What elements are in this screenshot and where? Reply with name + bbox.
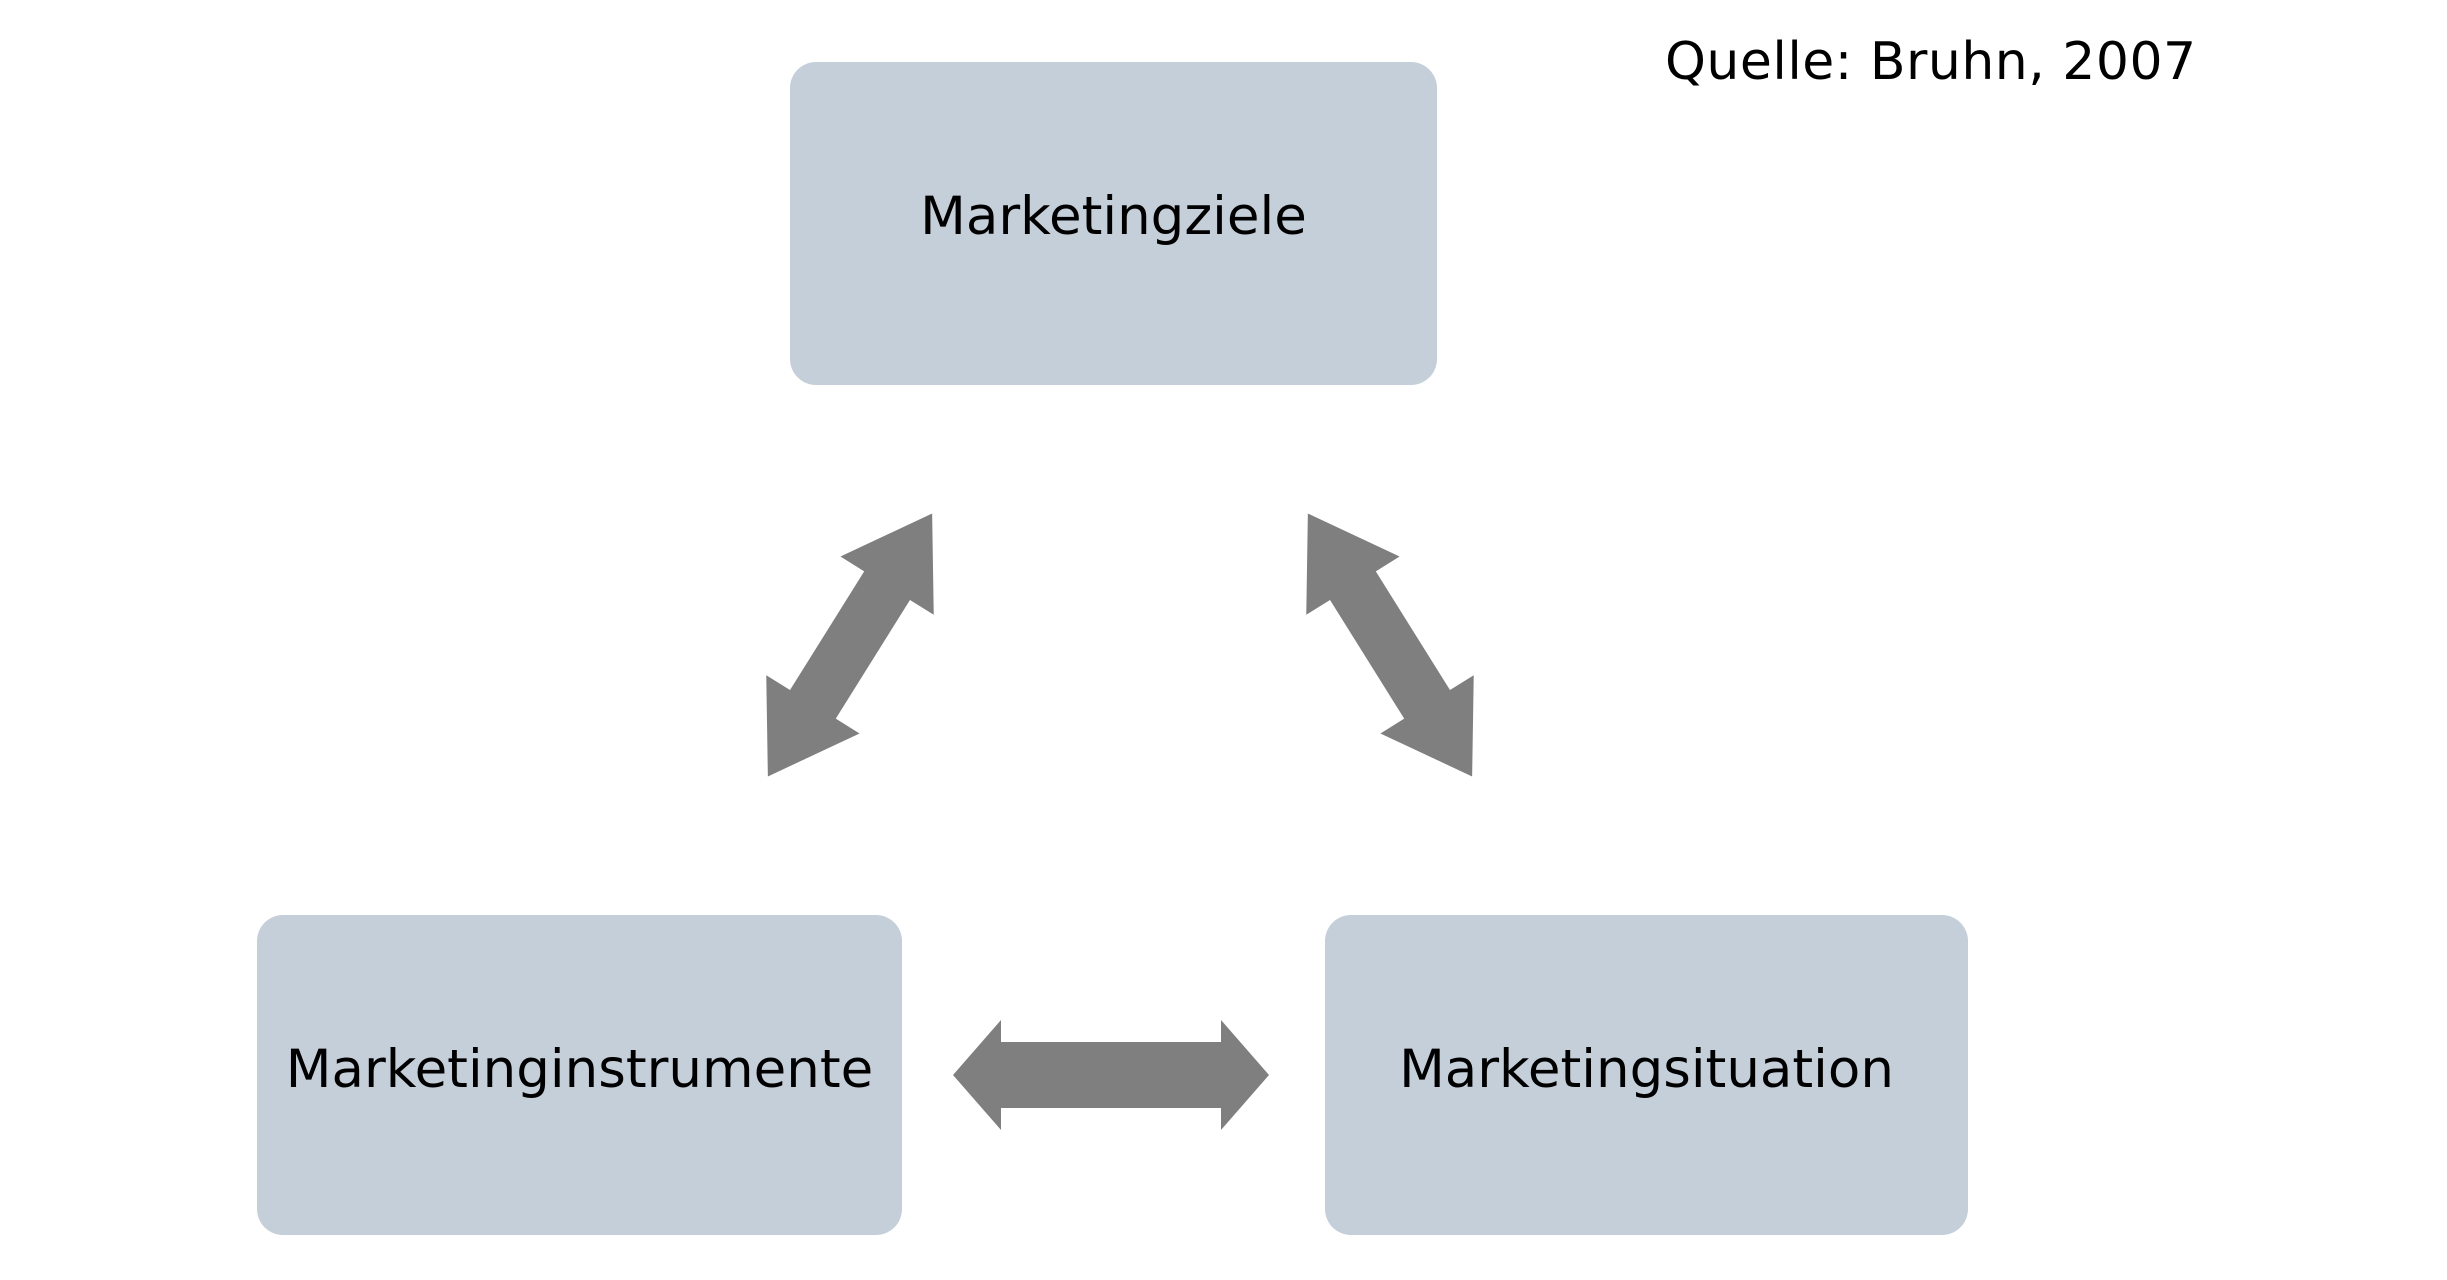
node-marketingsituation-label: Marketingsituation xyxy=(1399,1039,1894,1100)
double-arrow-instrumente-situation-icon xyxy=(953,1020,1269,1130)
source-citation: Quelle: Bruhn, 2007 xyxy=(1665,32,2197,92)
double-arrow-ziele-situation-icon xyxy=(1306,513,1474,777)
node-marketingziele[interactable]: Marketingziele xyxy=(790,62,1437,385)
node-marketinginstrumente[interactable]: Marketinginstrumente xyxy=(257,915,902,1235)
node-marketinginstrumente-label: Marketinginstrumente xyxy=(285,1039,874,1100)
node-marketingsituation[interactable]: Marketingsituation xyxy=(1325,915,1968,1235)
double-arrow-instrumente-ziele-icon xyxy=(766,513,934,777)
node-marketingziele-label: Marketingziele xyxy=(920,186,1307,247)
